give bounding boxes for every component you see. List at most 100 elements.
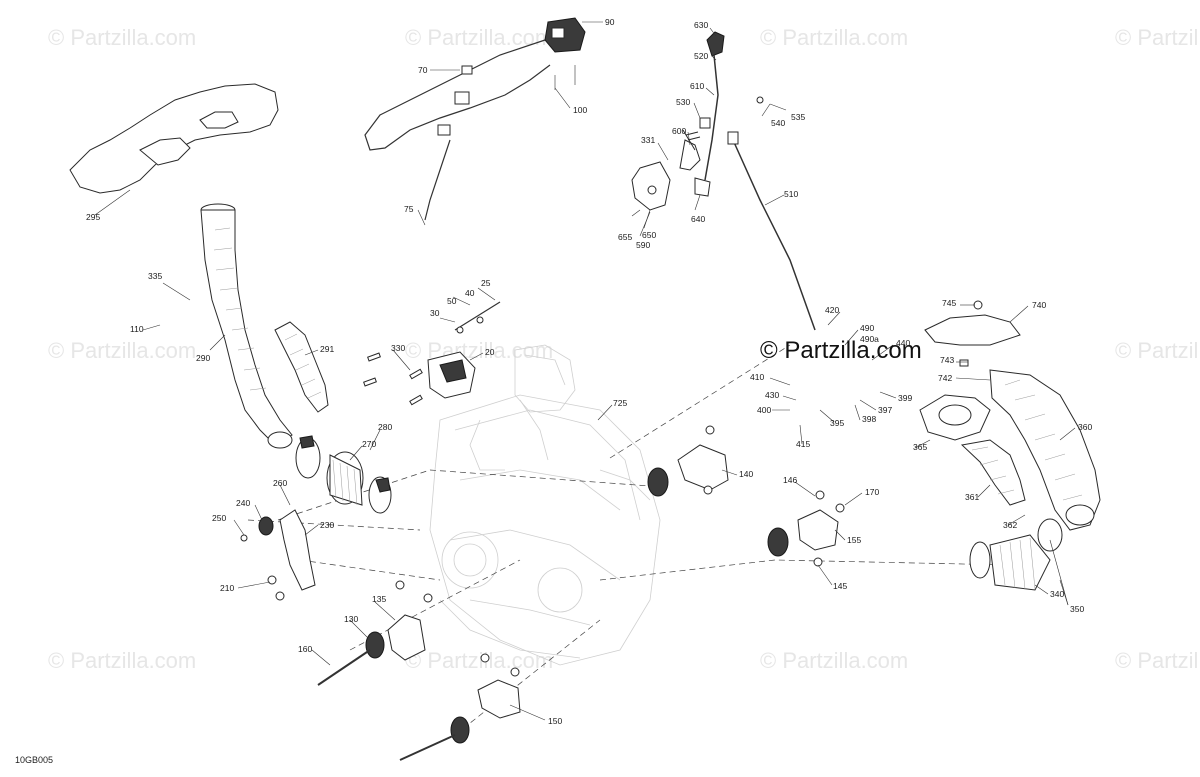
watermark: © Partzilla.com: [760, 25, 908, 50]
leader-lines: [94, 21, 1076, 721]
callout-labels: 90 70 100 75 295 630 520 610 530 540 535…: [86, 17, 1092, 726]
engine-ghost: [429, 344, 661, 666]
watermark: © Partzilla.com: [1115, 338, 1200, 363]
callout-30[interactable]: 30: [430, 308, 440, 318]
callout-650[interactable]: 650: [642, 230, 656, 240]
part-mount-140: [647, 425, 729, 497]
diagram-code: 10GB005: [15, 755, 53, 765]
callout-399[interactable]: 399: [898, 393, 912, 403]
part-coupler-340: [969, 518, 1063, 591]
assembly-axes: [247, 344, 1011, 736]
callout-146[interactable]: 146: [783, 475, 797, 485]
callout-20[interactable]: 20: [485, 347, 495, 357]
callout-250[interactable]: 250: [212, 513, 226, 523]
callout-510[interactable]: 510: [784, 189, 798, 199]
callout-655[interactable]: 655: [618, 232, 632, 242]
watermark-main: © Partzilla.com: [760, 337, 922, 364]
callout-361[interactable]: 361: [965, 492, 979, 502]
callout-75[interactable]: 75: [404, 204, 414, 214]
callout-350[interactable]: 350: [1070, 604, 1084, 614]
callout-740[interactable]: 740: [1032, 300, 1046, 310]
part-mount-135: [317, 580, 433, 686]
callout-535[interactable]: 535: [791, 112, 805, 122]
callout-540[interactable]: 540: [771, 118, 785, 128]
part-bracket-740: [924, 300, 1021, 367]
part-airbox-duct-360: [919, 369, 1101, 531]
callout-90[interactable]: 90: [605, 17, 615, 27]
callout-230[interactable]: 230: [320, 520, 334, 530]
callout-490[interactable]: 490: [860, 323, 874, 333]
watermark-layer: © Partzilla.com © Partzilla.com © Partzi…: [48, 25, 1200, 673]
part-cover-20: [363, 301, 501, 406]
callout-395[interactable]: 395: [830, 418, 844, 428]
callout-40[interactable]: 40: [465, 288, 475, 298]
callout-291[interactable]: 291: [320, 344, 334, 354]
callout-365[interactable]: 365: [913, 442, 927, 452]
callout-415[interactable]: 415: [796, 439, 810, 449]
callout-290[interactable]: 290: [196, 353, 210, 363]
callout-150[interactable]: 150: [548, 716, 562, 726]
callout-430[interactable]: 430: [765, 390, 779, 400]
watermark: © Partzilla.com: [405, 338, 553, 363]
part-hose-291: [274, 321, 329, 413]
part-mount-155: [767, 490, 845, 567]
callout-398[interactable]: 398: [862, 414, 876, 424]
callout-335[interactable]: 335: [148, 271, 162, 281]
watermark: © Partzilla.com: [405, 25, 553, 50]
callout-600[interactable]: 600: [672, 126, 686, 136]
callout-160[interactable]: 160: [298, 644, 312, 654]
callout-25[interactable]: 25: [481, 278, 491, 288]
part-bracket-230: [240, 509, 316, 601]
callout-155[interactable]: 155: [847, 535, 861, 545]
callout-340[interactable]: 340: [1050, 589, 1064, 599]
part-heat-shield-295: [69, 83, 279, 194]
callout-362[interactable]: 362: [1003, 520, 1017, 530]
callout-330[interactable]: 330: [391, 343, 405, 353]
callout-400[interactable]: 400: [757, 405, 771, 415]
part-harness-70: [364, 17, 586, 221]
callout-530[interactable]: 530: [676, 97, 690, 107]
callout-745[interactable]: 745: [942, 298, 956, 308]
watermark: © Partzilla.com: [760, 648, 908, 673]
callout-360[interactable]: 360: [1078, 422, 1092, 432]
watermark: © Partzilla.com: [1115, 25, 1200, 50]
callout-610[interactable]: 610: [690, 81, 704, 91]
callout-170[interactable]: 170: [865, 487, 879, 497]
callout-145[interactable]: 145: [833, 581, 847, 591]
callout-270[interactable]: 270: [362, 439, 376, 449]
callout-50[interactable]: 50: [447, 296, 457, 306]
callout-397[interactable]: 397: [878, 405, 892, 415]
part-mount-150: [399, 653, 521, 761]
callout-331[interactable]: 331: [641, 135, 655, 145]
callout-135[interactable]: 135: [372, 594, 386, 604]
part-intake-duct-290: [200, 203, 293, 449]
callout-742[interactable]: 742: [938, 373, 952, 383]
callout-520[interactable]: 520: [694, 51, 708, 61]
watermark: © Partzilla.com: [48, 648, 196, 673]
callout-743[interactable]: 743: [940, 355, 954, 365]
callout-295[interactable]: 295: [86, 212, 100, 222]
callout-640[interactable]: 640: [691, 214, 705, 224]
callout-110[interactable]: 110: [130, 324, 144, 334]
callout-420[interactable]: 420: [825, 305, 839, 315]
callout-410[interactable]: 410: [750, 372, 764, 382]
callout-630[interactable]: 630: [694, 20, 708, 30]
callout-130[interactable]: 130: [344, 614, 358, 624]
callout-140[interactable]: 140: [739, 469, 753, 479]
callout-590[interactable]: 590: [636, 240, 650, 250]
callout-210[interactable]: 210: [220, 583, 234, 593]
callout-260[interactable]: 260: [273, 478, 287, 488]
callout-280[interactable]: 280: [378, 422, 392, 432]
callout-100[interactable]: 100: [573, 105, 587, 115]
part-lever-assembly: [631, 31, 816, 331]
callout-70[interactable]: 70: [418, 65, 428, 75]
watermark: © Partzilla.com: [1115, 648, 1200, 673]
callout-490a[interactable]: 490a: [860, 334, 879, 344]
callout-440[interactable]: 440: [896, 338, 910, 348]
part-coupler-270: [295, 435, 392, 514]
callout-240[interactable]: 240: [236, 498, 250, 508]
watermark: © Partzilla.com: [48, 338, 196, 363]
callout-725[interactable]: 725: [613, 398, 627, 408]
